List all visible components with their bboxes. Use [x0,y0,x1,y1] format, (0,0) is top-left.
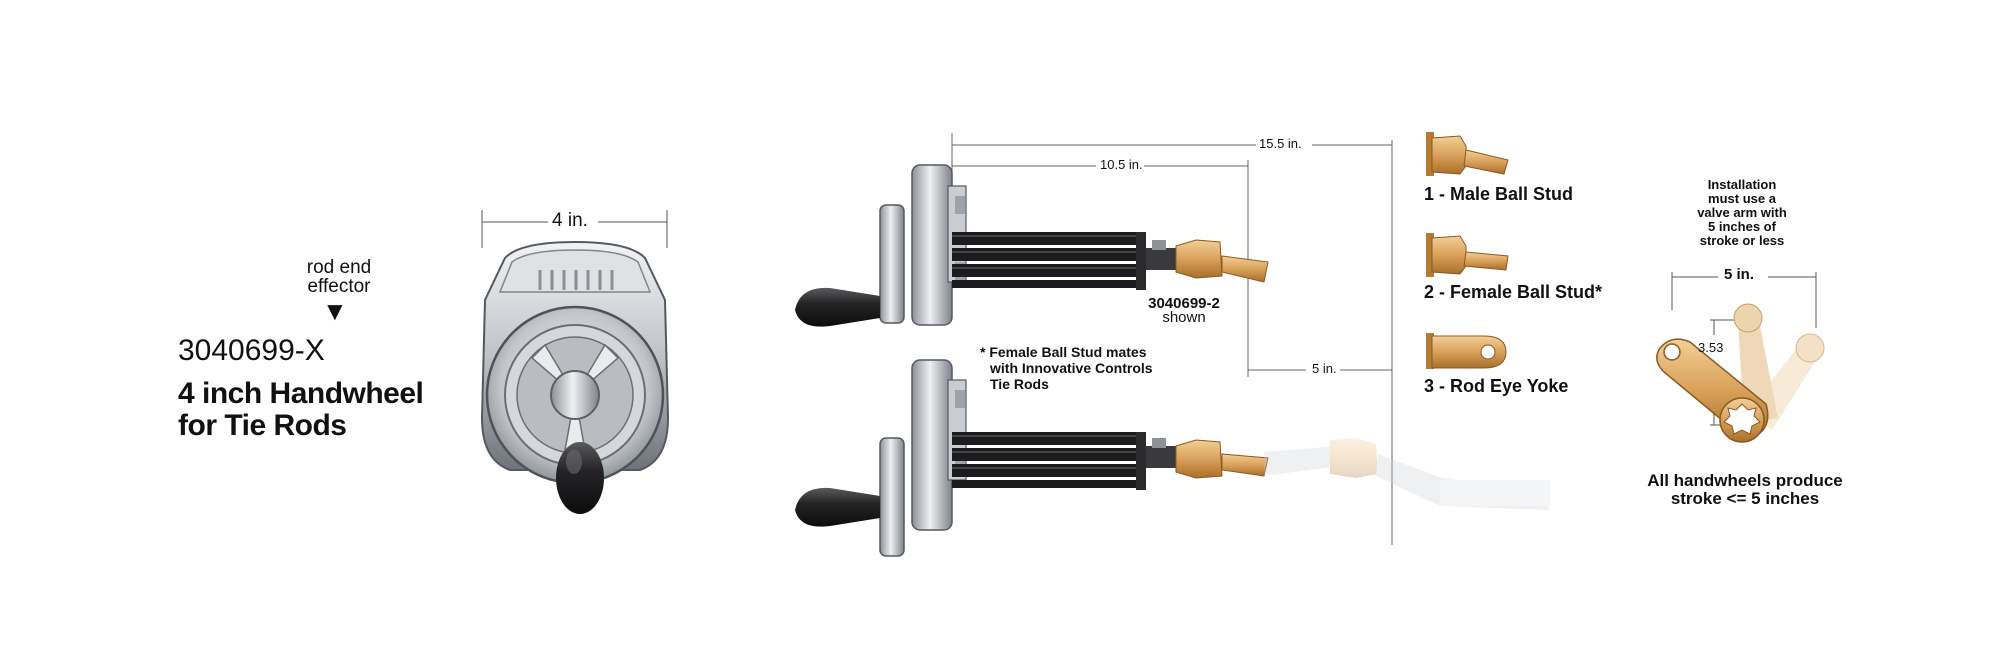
install-line4: 5 inches of [1708,219,1776,234]
part-number: 3040699-X [178,334,325,367]
down-arrow-icon: ▼ [322,296,348,326]
female-ball-stud-icon [1426,233,1509,277]
shown-text: shown [1162,309,1206,326]
dimension-5: 5 in. [1312,361,1337,376]
valve-arm-width: 5 in. [1724,266,1755,283]
title-line1: 4 inch Handwheel [178,377,424,410]
page-title: 4 inch Handwheel for Tie Rods [178,377,424,442]
shown-part-label: 3040699-2 shown [1142,295,1226,326]
effector-annotation: rod end effector [284,258,394,296]
note-line1: * Female Ball Stud mates [980,344,1147,360]
install-line3: valve arm with [1697,205,1787,220]
side-view-upper [795,133,1393,545]
side-view-lower [795,359,1550,557]
footer-line2: stroke <= 5 inches [1670,489,1820,508]
effector-line1: rod end [306,257,372,278]
installation-note: Installation must use a valve arm with 5… [1652,178,1832,248]
install-line1: Installation [1707,177,1777,192]
rod-eye-yoke-icon [1426,333,1507,369]
effector-2-label: 2 - Female Ball Stud* [1424,282,1603,302]
valve-arm-diagram [1656,272,1825,443]
effector-1-label: 1 - Male Ball Stud [1424,184,1574,204]
dimension-10-5: 10.5 in. [1100,157,1143,172]
front-width-dimension: 4 in. [552,210,588,231]
note-line2: with Innovative Controls [990,360,1153,376]
female-stud-note: * Female Ball Stud mates with Innovative… [980,344,1153,392]
effector-3-label: 3 - Rod Eye Yoke [1424,376,1569,396]
title-line2: for Tie Rods [178,409,347,442]
footer-line1: All handwheels produce [1647,471,1843,490]
note-line3: Tie Rods [990,376,1049,392]
dimension-15-5: 15.5 in. [1259,136,1302,151]
shown-part-number: 3040699-2 [1148,295,1220,312]
effector-line2: effector [307,276,371,297]
install-line5: stroke or less [1699,233,1785,248]
front-view-handwheel [480,210,670,514]
install-line2: must use a [1708,191,1776,206]
male-ball-stud-icon [1426,132,1509,176]
stroke-footer: All handwheels produce stroke <= 5 inche… [1630,472,1860,508]
valve-arm-height: 3.53 [1698,340,1724,355]
